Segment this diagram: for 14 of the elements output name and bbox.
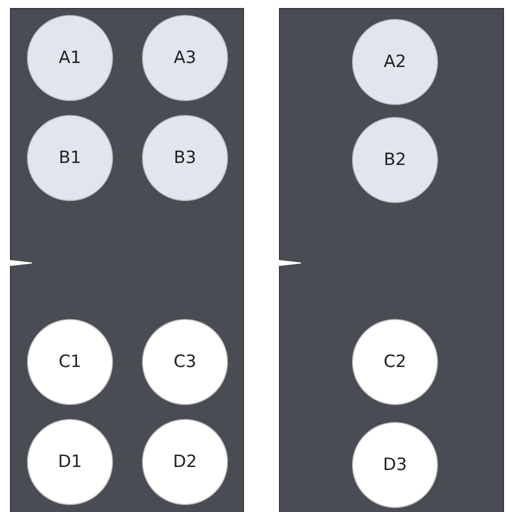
circle-label: D3 [352,422,438,508]
circle-label: A2 [352,19,438,105]
circle-label: D1 [27,419,113,505]
circle-label: B2 [352,117,438,203]
circle-label: A3 [142,15,228,101]
circle-label: B3 [142,115,228,201]
circle-label: A1 [27,15,113,101]
circle-label: B1 [27,115,113,201]
panel [279,8,504,512]
panel [10,8,244,512]
circle-label: C3 [142,319,228,405]
circle-label: C2 [352,319,438,405]
circle-label: C1 [27,319,113,405]
circle-label: D2 [142,419,228,505]
